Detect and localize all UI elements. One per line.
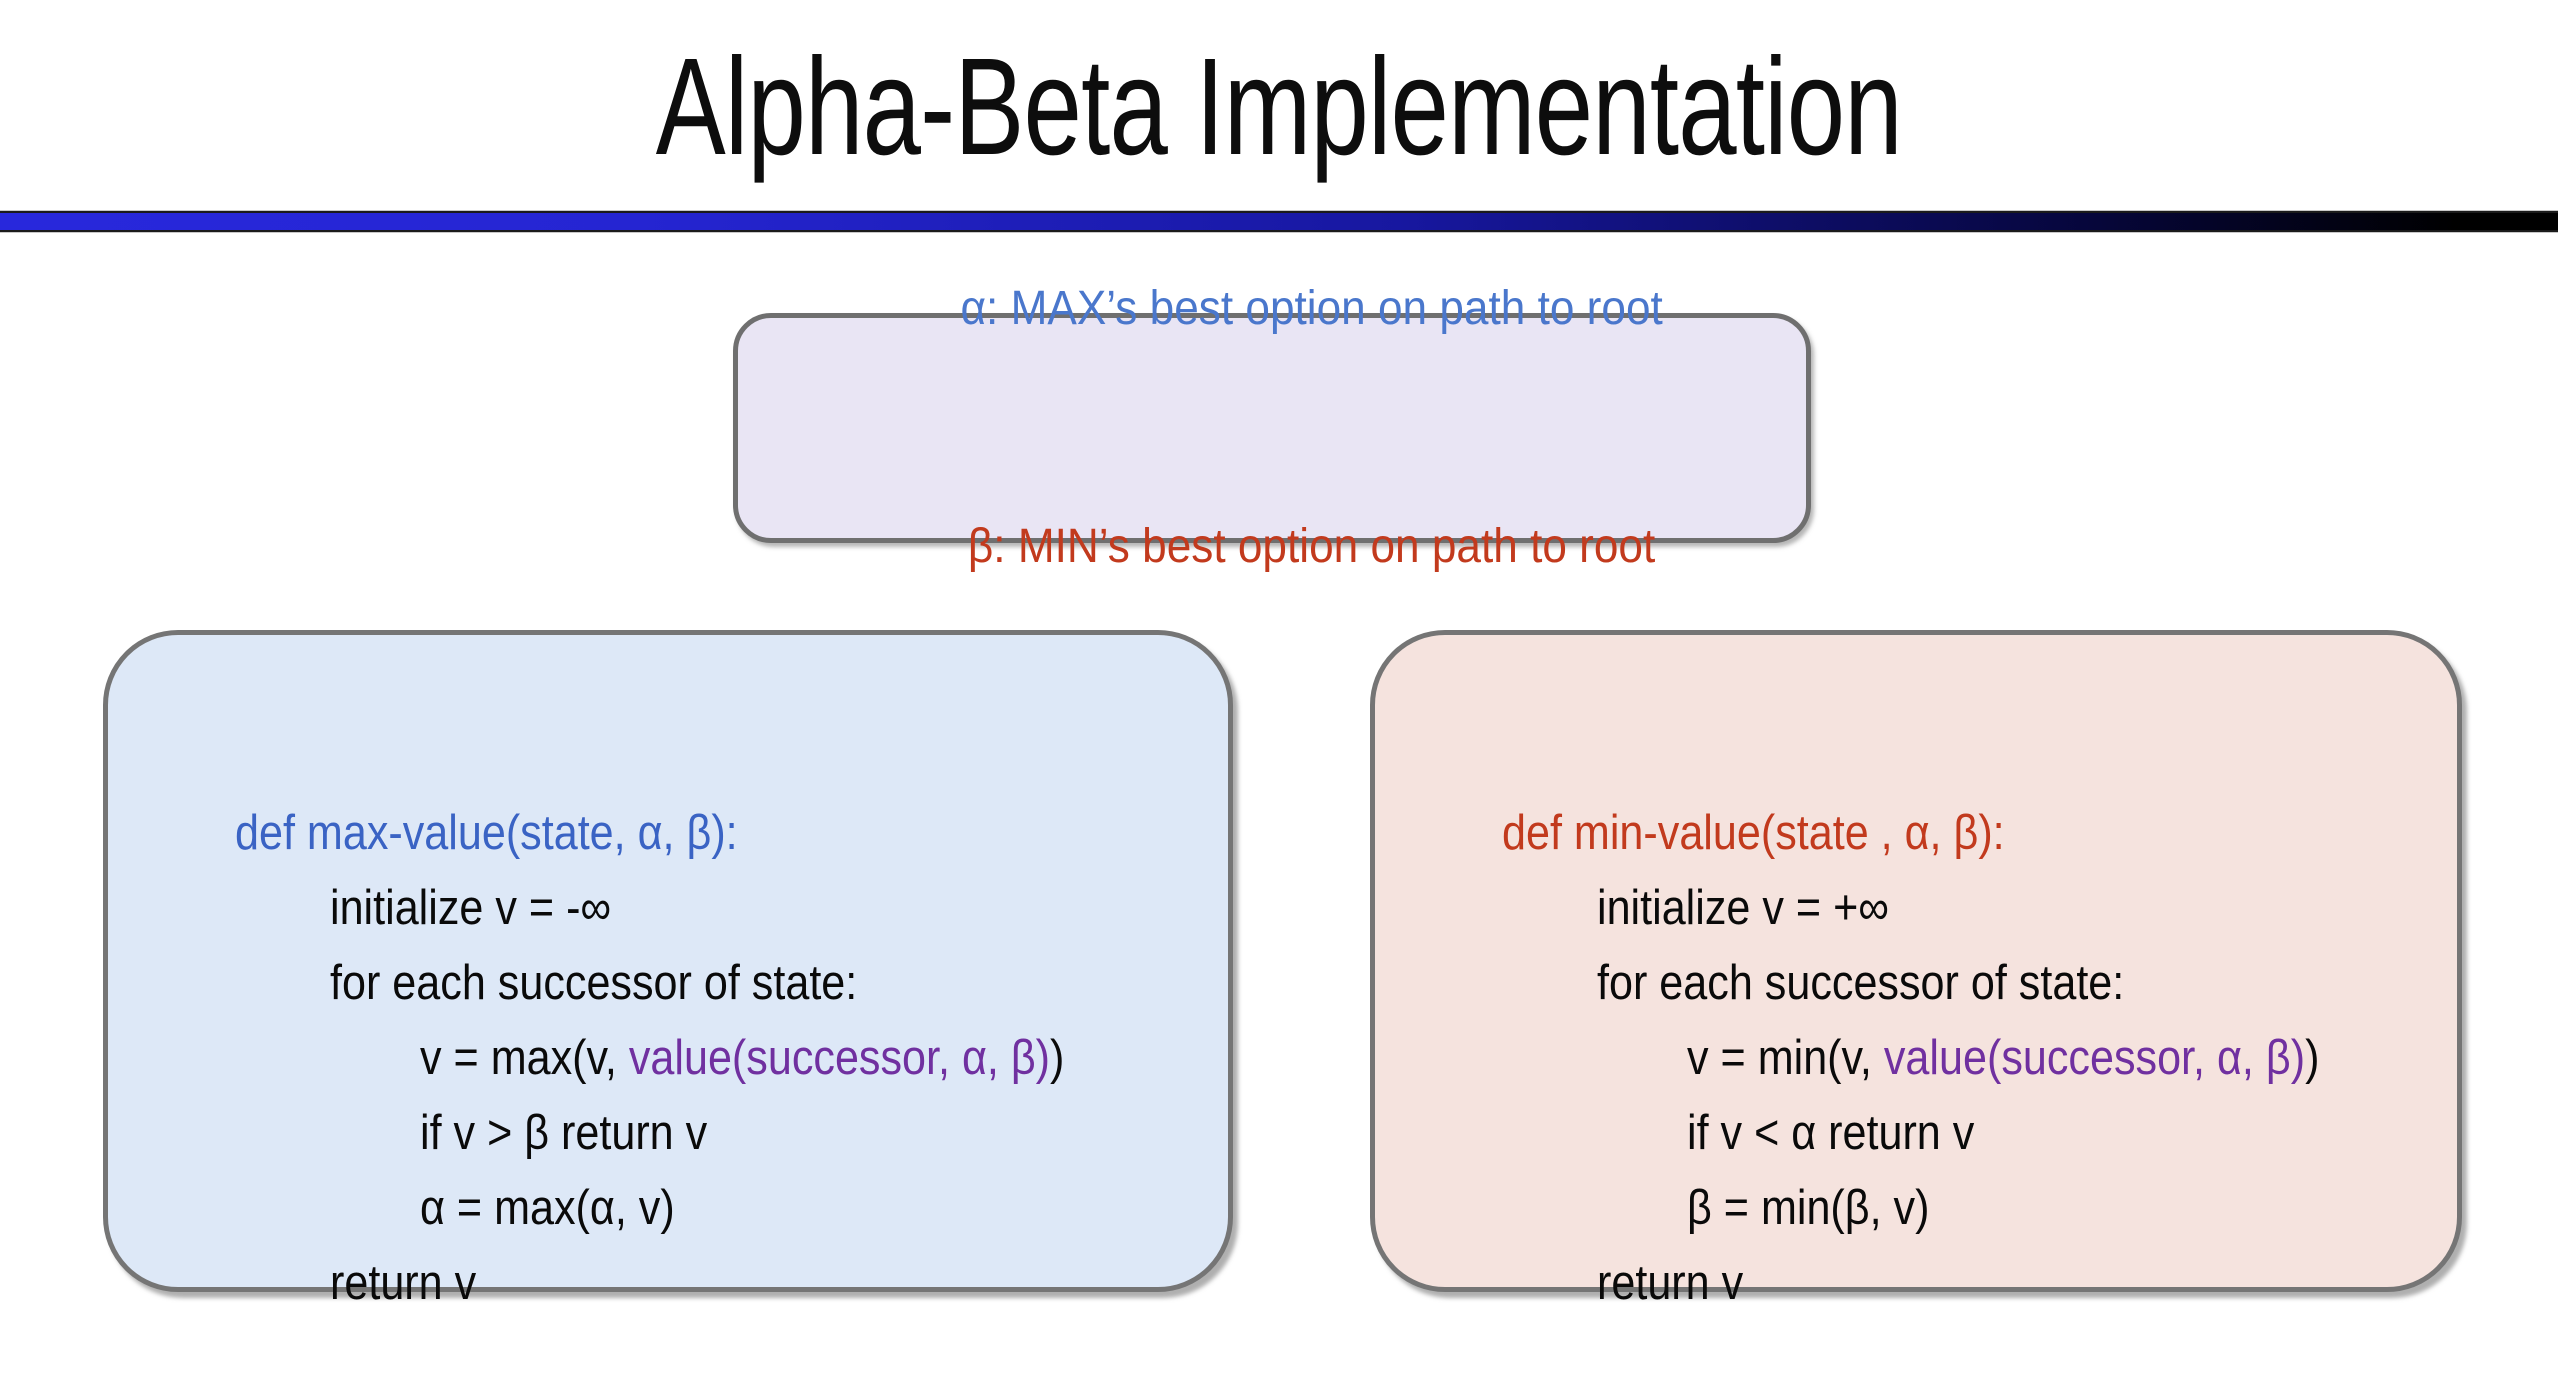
max-update-line: v = max(v, value(successor, α, β)) [153, 946, 1208, 1085]
min-initialize-line: initialize v = +∞ [1420, 796, 2437, 935]
max-prune-line: if v > β return v [153, 1021, 1208, 1160]
min-return-text: return v [1596, 1256, 1743, 1310]
max-assign-line: α = max(α, v) [153, 1096, 1208, 1235]
page-title: Alpha-Beta Implementation [655, 30, 1903, 184]
min-prune-line: if v < α return v [1420, 1021, 2437, 1160]
min-assign-line: β = min(β, v) [1420, 1096, 2437, 1235]
beta-definition-line: β: MIN’s best option on path to root [858, 433, 1685, 661]
max-update-pre: v = max(v, [419, 1031, 629, 1085]
max-assign-text: α = max(α, v) [419, 1181, 675, 1235]
min-for-line: for each successor of state: [1420, 871, 2437, 1010]
max-update-text: v = max(v, value(successor, α, β)) [420, 1021, 1064, 1096]
max-prune-text: if v > β return v [419, 1106, 707, 1160]
max-def-line: def max-value(state, α, β): [153, 721, 1208, 860]
alpha-beta-definition-box: α: MAX’s best option on path to root β: … [733, 282, 1811, 573]
max-return-line: return v [153, 1171, 1208, 1310]
min-for-text: for each successor of state: [1596, 956, 2124, 1010]
min-def-text: def min-value(state , α, β): [1501, 806, 2005, 860]
max-for-text: for each successor of state: [329, 956, 857, 1010]
max-return-text: return v [329, 1256, 476, 1310]
slide-header: Alpha-Beta Implementation [0, 30, 2558, 185]
max-initialize-line: initialize v = -∞ [153, 796, 1208, 935]
max-value-code-box: def max-value(state, α, β): initialize v… [103, 630, 1233, 1310]
min-prune-text: if v < α return v [1686, 1106, 1975, 1160]
max-update-call: value(successor, α, β) [628, 1031, 1050, 1085]
min-def-line: def min-value(state , α, β): [1420, 721, 2437, 860]
alpha-definition-text: α: MAX’s best option on path to root [960, 282, 1664, 335]
min-update-text: v = min(v, value(successor, α, β)) [1687, 1021, 2319, 1096]
max-def-text: def max-value(state, α, β): [234, 806, 738, 860]
min-initialize-text: initialize v = +∞ [1596, 881, 1889, 935]
min-update-call: value(successor, α, β) [1883, 1031, 2305, 1085]
min-return-line: return v [1420, 1171, 2437, 1310]
min-update-pre: v = min(v, [1686, 1031, 1884, 1085]
beta-definition-text: β: MIN’s best option on path to root [968, 520, 1656, 573]
max-initialize-text: initialize v = -∞ [329, 881, 611, 935]
alpha-definition-line: α: MAX’s best option on path to root [850, 195, 1693, 423]
min-update-line: v = min(v, value(successor, α, β)) [1420, 946, 2437, 1085]
min-update-post: ) [2304, 1031, 2320, 1085]
max-for-line: for each successor of state: [153, 871, 1208, 1010]
min-value-code-box: def min-value(state , α, β): initialize … [1370, 630, 2462, 1310]
min-assign-text: β = min(β, v) [1686, 1181, 1930, 1235]
max-update-post: ) [1049, 1031, 1065, 1085]
title-underline [0, 211, 2558, 232]
